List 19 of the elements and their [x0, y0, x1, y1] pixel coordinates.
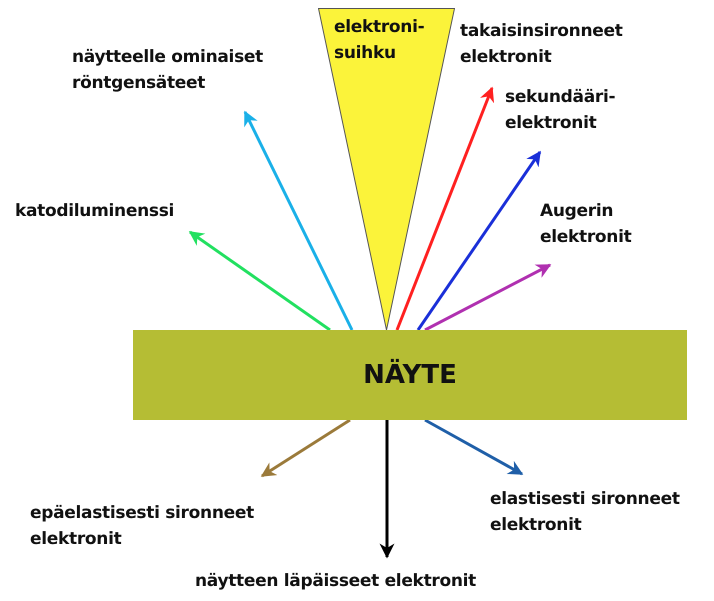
sample-label: NÄYTE [363, 360, 457, 390]
emission-label: näytteen läpäisseet elektronit [195, 568, 535, 594]
arrow [424, 418, 524, 476]
arrow [416, 150, 542, 331]
arrow [244, 110, 354, 331]
emission-label: takaisinsironneet elektronit [460, 18, 680, 70]
emission-label: Augerin elektronit [540, 198, 660, 250]
emission-label: elastisesti sironneet elektronit [490, 486, 714, 538]
emission-label: epäelastisesti sironneet elektronit [30, 500, 300, 552]
electron-beam-triangle [318, 8, 455, 330]
arrow [396, 86, 494, 331]
sample-block [133, 330, 687, 420]
beam-label: elektroni- suihku [334, 16, 424, 65]
arrow [424, 264, 552, 332]
arrow [260, 418, 351, 478]
arrow [188, 230, 331, 332]
emission-label: katodiluminenssi [15, 198, 205, 224]
arrow [380, 420, 394, 558]
emission-label: sekundääri- elektronit [505, 84, 635, 136]
